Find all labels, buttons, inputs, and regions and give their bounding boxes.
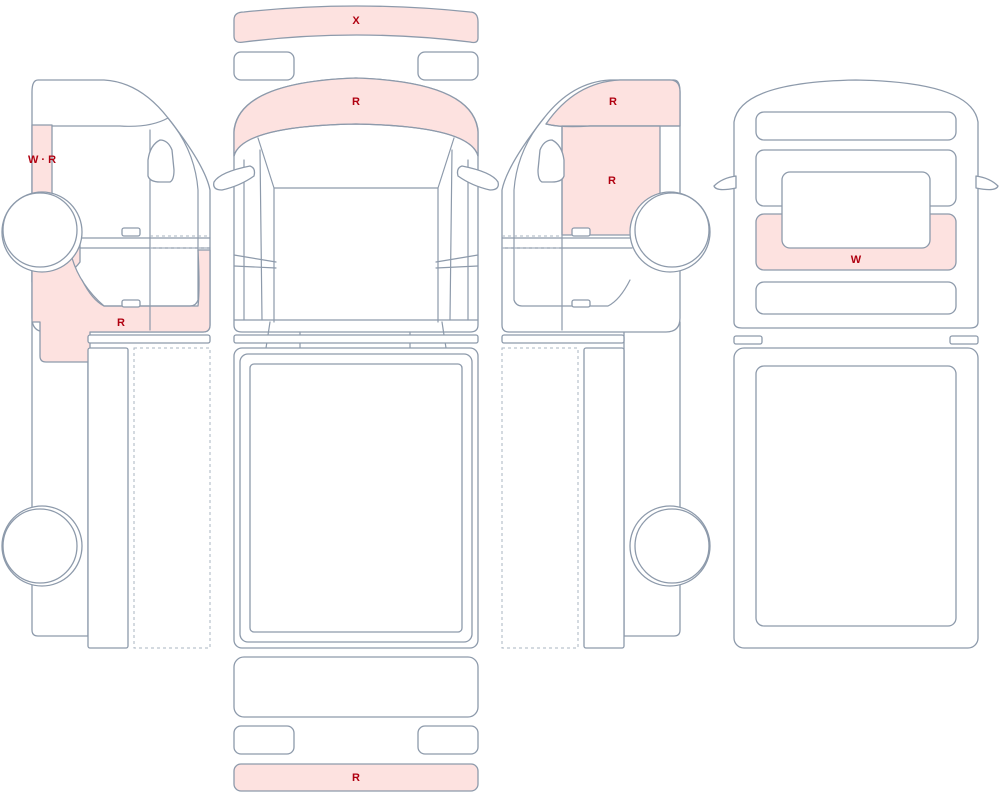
bonnet-label: R	[352, 96, 360, 108]
left-front-wing-label: W · R	[28, 154, 56, 166]
rear-window-panel-label: W	[851, 254, 862, 266]
right-side-view	[501, 79, 711, 649]
rear-bumper-label: R	[352, 772, 360, 784]
rear-bumper-damage[interactable]	[233, 763, 479, 792]
right-roof-pillar-label: R	[609, 96, 617, 108]
right-front-door-label: R	[608, 175, 616, 187]
damage-labels: X R W · R R R R W R	[28, 15, 862, 784]
rear-view	[713, 79, 999, 649]
left-front-door-label: R	[117, 317, 125, 329]
front-bumper-damage[interactable]	[233, 5, 479, 44]
top-view	[213, 5, 499, 792]
left-side-view	[1, 79, 211, 649]
front-bumper-label: X	[352, 15, 360, 27]
